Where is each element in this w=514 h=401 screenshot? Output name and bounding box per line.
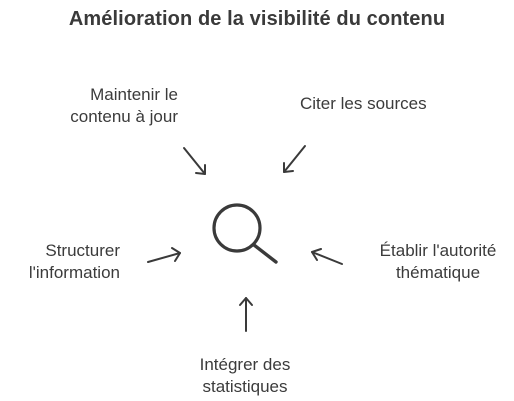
- node-integrate-statistics: Intégrer des statistiques: [160, 354, 330, 398]
- node-structure-information: Structurer l'information: [8, 240, 120, 284]
- node-cite-sources: Citer les sources: [300, 93, 460, 115]
- node-label-line: statistiques: [202, 377, 288, 396]
- arrow-right: [311, 248, 343, 265]
- arrow-top-right: [283, 145, 306, 173]
- node-label-line: Maintenir le: [90, 85, 178, 104]
- node-label-line: Établir l'autorité: [379, 241, 497, 260]
- node-thematic-authority: Établir l'autorité thématique: [368, 240, 508, 284]
- arrow-bottom: [239, 297, 253, 332]
- node-label-line: thématique: [395, 263, 481, 282]
- node-label-line: l'information: [28, 263, 120, 282]
- magnifier-icon: [212, 203, 278, 264]
- arrow-top-left: [183, 147, 206, 175]
- node-label-line: Structurer: [45, 241, 120, 260]
- node-label-line: contenu à jour: [70, 107, 178, 126]
- diagram-title: Amélioration de la visibilité du contenu: [68, 8, 446, 30]
- node-label-line: Citer les sources: [300, 94, 427, 113]
- node-label-line: Intégrer des: [199, 355, 291, 374]
- arrow-left: [147, 247, 181, 263]
- node-maintain-content: Maintenir le contenu à jour: [30, 84, 178, 128]
